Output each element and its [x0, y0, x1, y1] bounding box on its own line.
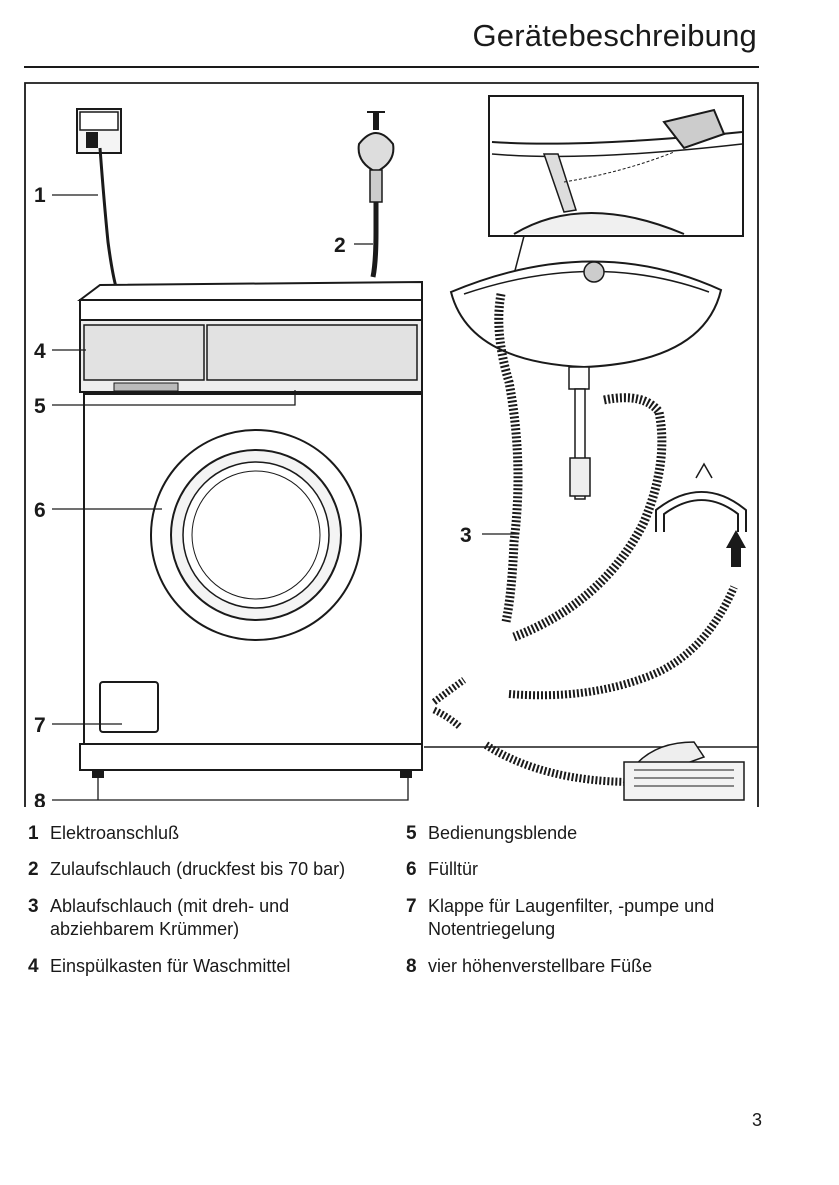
legend-item: 4 Einspülkasten für Waschmittel	[28, 955, 398, 978]
legend-text: Elektroanschluß	[50, 822, 398, 845]
callout-1: 1	[34, 184, 46, 207]
hose-hook-icon	[660, 464, 742, 532]
legend-text: Bedienungsblende	[428, 822, 776, 845]
legend-text: Ablaufschlauch (mit dreh- und abziehbare…	[50, 895, 338, 941]
wall-socket-icon	[77, 109, 121, 153]
legend-text: Fülltür	[428, 858, 776, 881]
legend-text: vier höhenverstellbare Füße	[428, 955, 776, 978]
legend-item: 6 Fülltür	[406, 858, 776, 881]
callout-3: 3	[460, 524, 472, 547]
legend-num: 5	[406, 822, 417, 845]
floor-hose	[509, 587, 734, 695]
legend-num: 4	[28, 955, 39, 978]
legend-text: Klappe für Laugenfilter, -pumpe und Note…	[428, 895, 766, 941]
legend-item: 1 Elektroanschluß	[28, 822, 398, 845]
washing-machine	[80, 282, 422, 778]
callout-2: 2	[334, 234, 346, 257]
callout-4: 4	[34, 340, 46, 363]
legend-num: 6	[406, 858, 417, 881]
callout-7: 7	[34, 714, 46, 737]
sink	[451, 261, 721, 499]
legend-text: Einspülkasten für Waschmittel	[50, 955, 398, 978]
legend-item: 5 Bedienungsblende	[406, 822, 776, 845]
appliance-diagram: 1 2 3 4 5 6 7 8	[24, 82, 759, 807]
floor-drain	[486, 742, 744, 800]
callout-6: 6	[34, 499, 46, 522]
legend-item: 8 vier höhenverstellbare Füße	[406, 955, 776, 978]
legend-num: 1	[28, 822, 39, 845]
callout-8: 8	[34, 790, 46, 807]
header-rule	[24, 66, 759, 68]
legend-item: 2 Zulaufschlauch (druckfest bis 70 bar)	[28, 858, 398, 881]
legend-num: 7	[406, 895, 417, 918]
legend-text: Zulaufschlauch (druckfest bis 70 bar)	[50, 858, 398, 881]
legend-item: 3 Ablaufschlauch (mit dreh- und abziehba…	[28, 895, 338, 941]
legend-num: 8	[406, 955, 417, 978]
inlet-hose	[373, 202, 376, 277]
callout-5: 5	[34, 395, 46, 418]
page-title: Gerätebeschreibung	[472, 18, 757, 54]
legend-num: 3	[28, 895, 39, 918]
water-tap-icon	[359, 112, 394, 202]
arrow-up-icon	[726, 530, 746, 567]
inset-detail	[489, 96, 743, 236]
power-cable	[100, 148, 116, 287]
legend-item: 7 Klappe für Laugenfilter, -pumpe und No…	[406, 895, 766, 941]
legend-num: 2	[28, 858, 39, 881]
page-number: 3	[752, 1110, 762, 1131]
